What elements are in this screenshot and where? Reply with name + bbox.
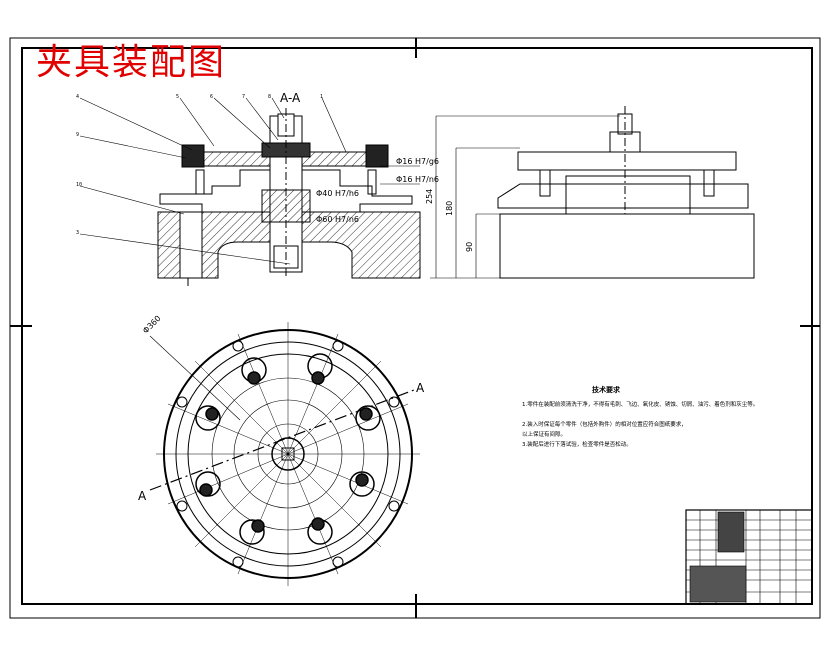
part-number: 9 — [76, 132, 79, 138]
part-numbers: 4 5 6 7 8 1 9 10 3 — [76, 94, 323, 236]
leader-lines — [79, 97, 347, 265]
drawing-title: 夹具装配图 — [36, 42, 226, 83]
base-left-pocket — [179, 211, 203, 279]
tech-requirements: 技术要求 1.零件在装配前须清洗干净，不得有毛刺、飞边、氧化皮、锈蚀、切屑、油污… — [522, 385, 758, 448]
tech-req-line: 以上保证有间隙。 — [522, 430, 566, 438]
clamp-bolts — [195, 353, 381, 545]
part-number: 10 — [76, 182, 82, 188]
fit-label-1: Φ16 H7/g6 — [396, 157, 439, 166]
clamp-nut-right — [365, 144, 389, 168]
inner-frame — [21, 47, 813, 605]
part-number: 1 — [320, 94, 323, 100]
middle-plate — [159, 169, 413, 213]
part-number: 6 — [210, 94, 213, 100]
base-body — [157, 211, 421, 279]
top-view — [149, 322, 420, 586]
part-number: 3 — [76, 230, 79, 236]
clamp-nut-left — [181, 144, 205, 168]
fit-label-4: Φ60 H7/n6 — [316, 215, 359, 224]
outer-frame — [9, 37, 821, 619]
cut-label-left: A — [138, 489, 147, 503]
part-number: 8 — [268, 94, 271, 100]
tech-req-line: 1.零件在装配前须清洗干净，不得有毛刺、飞边、氧化皮、锈蚀、切屑、油污、着色剂和… — [522, 400, 758, 408]
dim-height-base: 90 — [465, 242, 474, 252]
tech-req-line: 2.装入时保证每个零件（包括外购件）的相对位置应符合图纸要求， — [522, 420, 687, 428]
section-view: A-A Φ16 — [79, 91, 439, 286]
side-top-plate — [517, 151, 737, 171]
centering-marks — [10, 38, 820, 618]
side-view — [430, 106, 755, 279]
part-number: 7 — [242, 94, 245, 100]
cut-label-right: A — [416, 381, 425, 395]
dim-diameter: Φ360 — [141, 314, 163, 336]
tech-req-line: 3.装配后进行下落试验，检查零件是否松动。 — [522, 440, 632, 448]
title-block — [685, 509, 813, 605]
part-number: 4 — [76, 94, 79, 100]
dim-height-total: 254 — [425, 189, 434, 204]
part-number: 5 — [176, 94, 179, 100]
section-label: A-A — [280, 91, 301, 105]
fit-label-2: Φ16 H7/n6 — [396, 175, 439, 184]
fit-label-3: Φ40 H7/h6 — [316, 189, 359, 198]
side-base — [499, 213, 755, 279]
tech-req-title: 技术要求 — [592, 385, 621, 394]
dim-height-mid: 180 — [445, 201, 454, 216]
